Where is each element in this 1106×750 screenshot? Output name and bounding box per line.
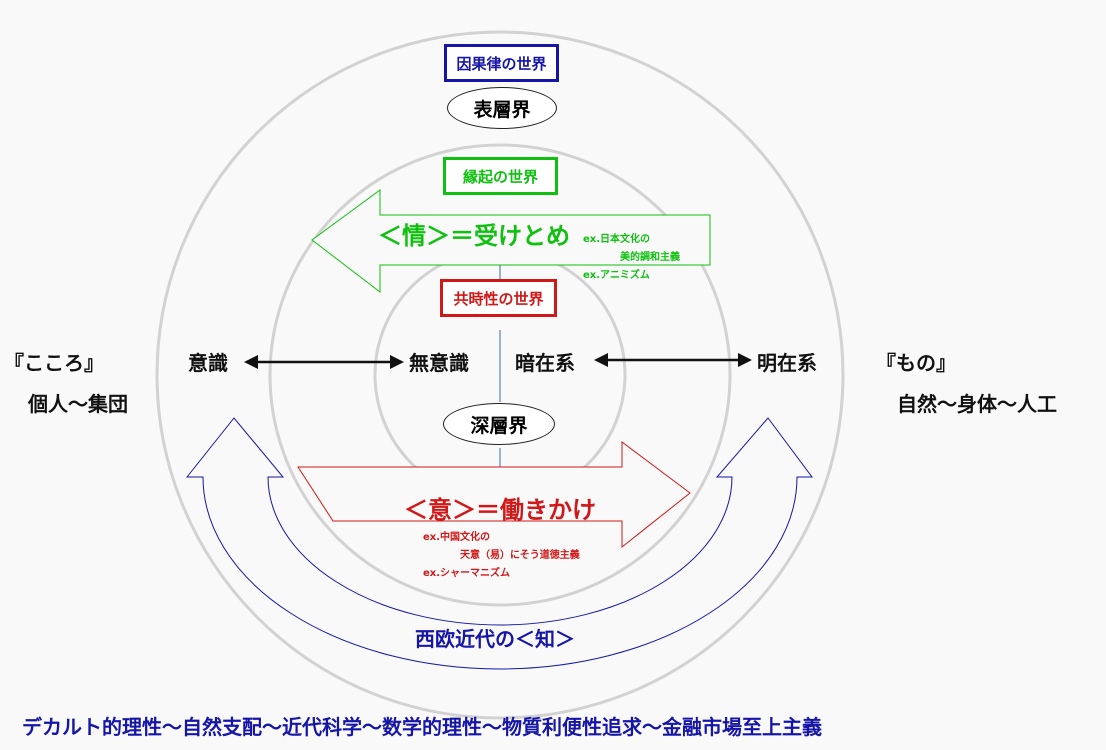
western-modern-knowledge-label: 西欧近代の＜知＞ <box>415 627 575 651</box>
heavenly-will-note: 天意（易）にそう道徳主義 <box>460 550 580 561</box>
matter-heading: 『もの』 <box>876 351 956 375</box>
matter-sub: 自然〜身体〜人工 <box>897 392 1057 416</box>
middle-circle <box>268 143 732 607</box>
unconscious-label: 無意識 <box>409 351 469 375</box>
causality-world-box: 因果律の世界 <box>444 44 559 82</box>
outer-circle <box>155 30 845 720</box>
red-right-arrow <box>297 441 691 549</box>
bottom-caption: デカルト的理性〜自然支配〜近代科学〜数学的理性〜物質利便性追求〜金融市場至上主義 <box>22 715 822 739</box>
china-culture-note: ex.中国文化の <box>423 532 491 543</box>
will-arrow-label: ＜意＞＝働きかけ <box>404 496 596 524</box>
conscious-label: 意識 <box>188 351 228 375</box>
mind-sub: 個人〜集団 <box>28 392 128 416</box>
surface-layer-ellipse: 表層界 <box>447 87 557 129</box>
aesthetic-harmony-note: 美的調和主義 <box>620 252 680 263</box>
shamanism-note: ex.シャーマニズム <box>423 568 511 579</box>
green-left-arrow <box>311 189 711 294</box>
implicate-order-label: 暗在系 <box>515 351 575 375</box>
synchronicity-box: 共時性の世界 <box>440 279 557 317</box>
deep-layer-ellipse: 深層界 <box>443 403 555 445</box>
blue-u-arrow <box>185 417 813 670</box>
dependent-origination-box: 縁起の世界 <box>443 157 558 195</box>
explicate-double-arrow <box>594 353 752 367</box>
conscious-double-arrow <box>244 355 404 369</box>
japan-culture-note: ex.日本文化の <box>583 234 651 245</box>
mind-heading: 『こころ』 <box>4 351 104 375</box>
explicate-order-label: 明在系 <box>757 351 817 375</box>
animism-note: ex.アニミズム <box>583 270 650 281</box>
emotion-arrow-label: ＜情＞＝受けとめ <box>378 222 570 250</box>
